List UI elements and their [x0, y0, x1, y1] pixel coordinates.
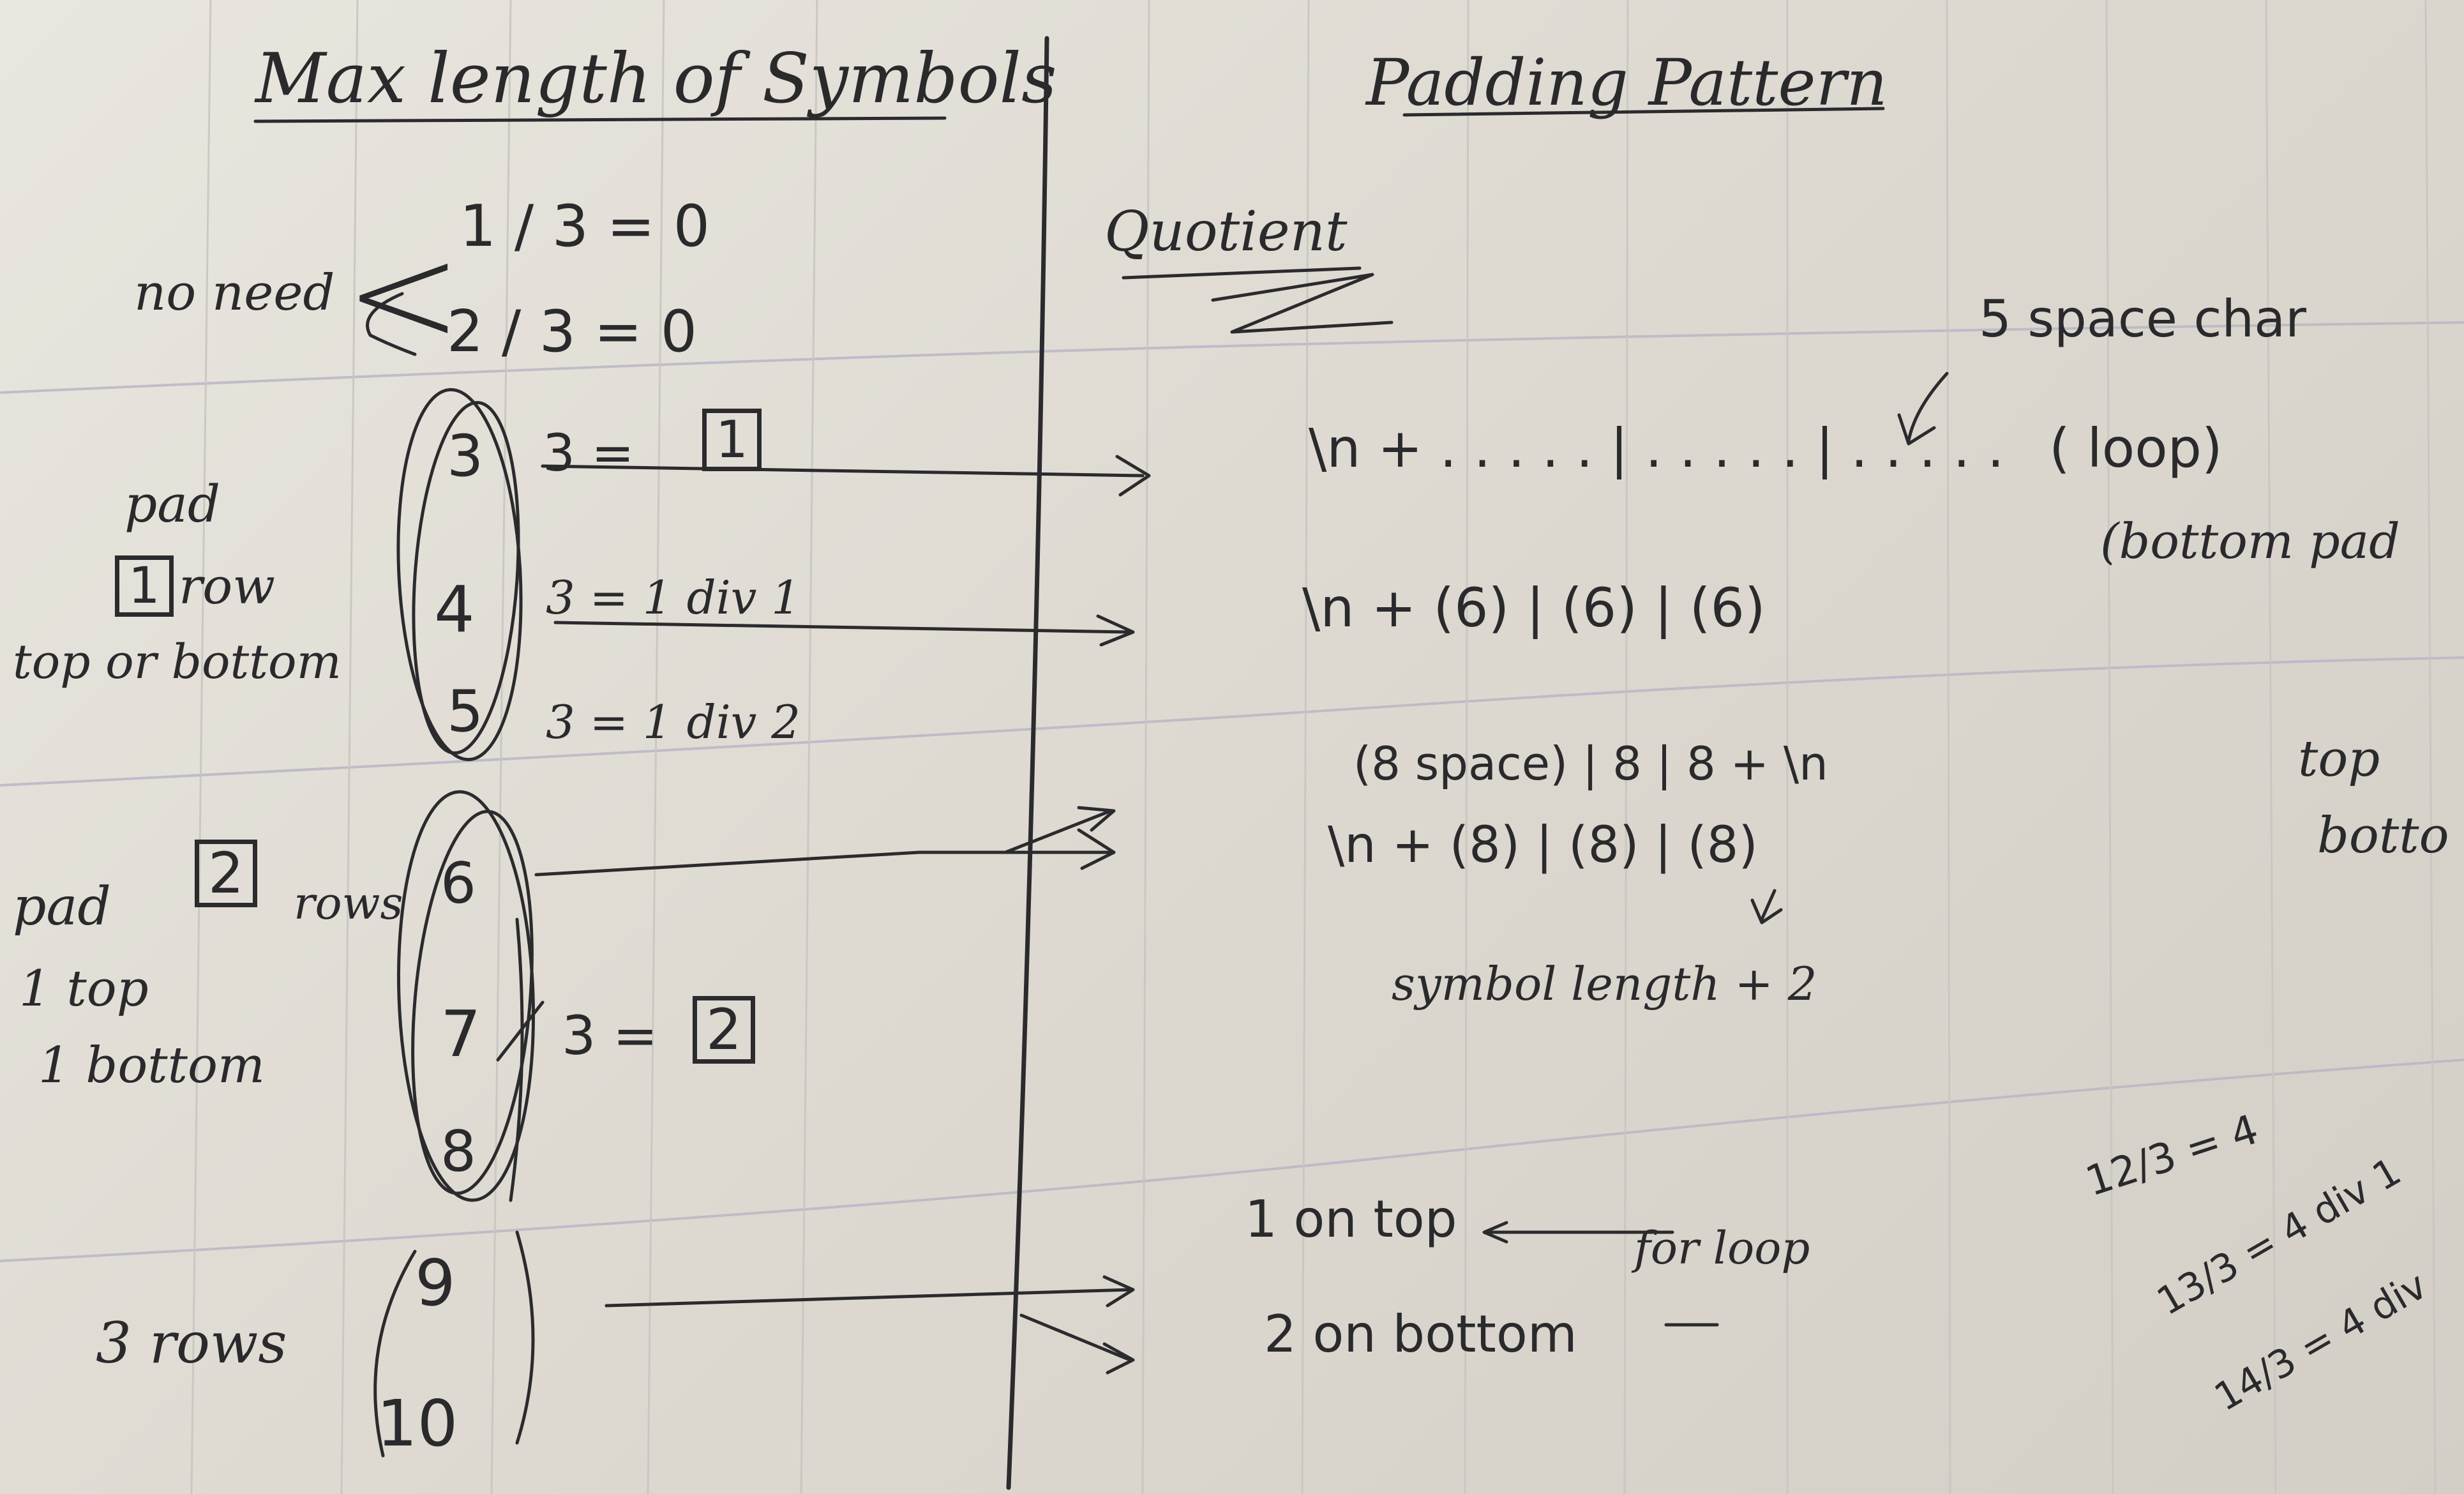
two-on-bottom: 2 on bottom — [1264, 1304, 1577, 1364]
one-top-label: 1 top — [19, 960, 149, 1018]
num-5: 5 — [447, 678, 484, 745]
quotient-box-2: 2 — [693, 996, 755, 1064]
equation-4-div-3: 3 = 1 div 1 — [546, 571, 801, 624]
pattern-row-4: \n + (8) | (8) | (8) — [1328, 817, 1758, 874]
one-on-top: 1 on top — [1245, 1189, 1457, 1249]
num-10: 10 — [377, 1386, 458, 1461]
equation-1-div-3: 1 / 3 = 0 — [460, 193, 710, 260]
pad-1-label: pad — [124, 474, 221, 534]
equation-7-div-3: 3 = — [562, 1004, 658, 1067]
arrows — [534, 372, 1949, 1375]
no-need-label: no need — [134, 264, 335, 322]
bottom-pad-note: (bottom pad — [2100, 513, 2400, 570]
pattern-row-2: \n + (6) | (6) | (6) — [1302, 577, 1766, 639]
for-loop-note: for loop — [1634, 1222, 1810, 1274]
top-or-bottom-label: top or bottom — [13, 635, 342, 690]
pad-2-box: 2 — [195, 840, 257, 907]
oval-6-7-8 — [396, 790, 536, 1202]
one-bottom-label: 1 bottom — [38, 1037, 265, 1094]
bracket-glyph: < — [345, 212, 463, 375]
quotient-label: Quotient — [1104, 200, 1348, 264]
row-4-bottom-tag: botto — [2317, 807, 2449, 864]
pad-2-label: pad — [13, 877, 111, 937]
right-title: Padding Pattern — [1366, 45, 1888, 120]
paren-9-10 — [373, 1249, 417, 1458]
pattern-row-1: \n + . . . . . | . . . . . | . . . . . — [1309, 417, 2004, 479]
pattern-row-3: (8 space) | 8 | 8 + \n — [1353, 737, 1828, 790]
oval-3-4-5 — [396, 388, 523, 762]
row-label: row — [179, 558, 276, 615]
num-4: 4 — [434, 572, 475, 647]
loop-paren: ( loop) — [2049, 417, 2223, 479]
row-3-top-tag: top — [2298, 730, 2380, 788]
rows-label: rows — [294, 877, 403, 930]
num-7: 7 — [440, 997, 481, 1071]
num-3: 3 — [447, 423, 484, 490]
left-title: Max length of Symbols — [255, 39, 1057, 119]
quotient-box-1: 1 — [702, 409, 762, 471]
pad-1-box: 1 — [115, 555, 174, 617]
num-8: 8 — [440, 1119, 476, 1184]
space-char-note: 5 space char — [1979, 289, 2307, 349]
num-6: 6 — [440, 850, 476, 916]
num-9: 9 — [415, 1246, 456, 1320]
equation-2-div-3: 2 / 3 = 0 — [447, 298, 697, 365]
center-divider-line — [1006, 36, 1049, 1490]
symbol-length-note: symbol length + 2 — [1392, 957, 1817, 1011]
three-rows-label: 3 rows — [96, 1310, 287, 1376]
equation-5-div-3: 3 = 1 div 2 — [546, 695, 801, 749]
equation-3-div-3: 3 = — [543, 423, 635, 483]
